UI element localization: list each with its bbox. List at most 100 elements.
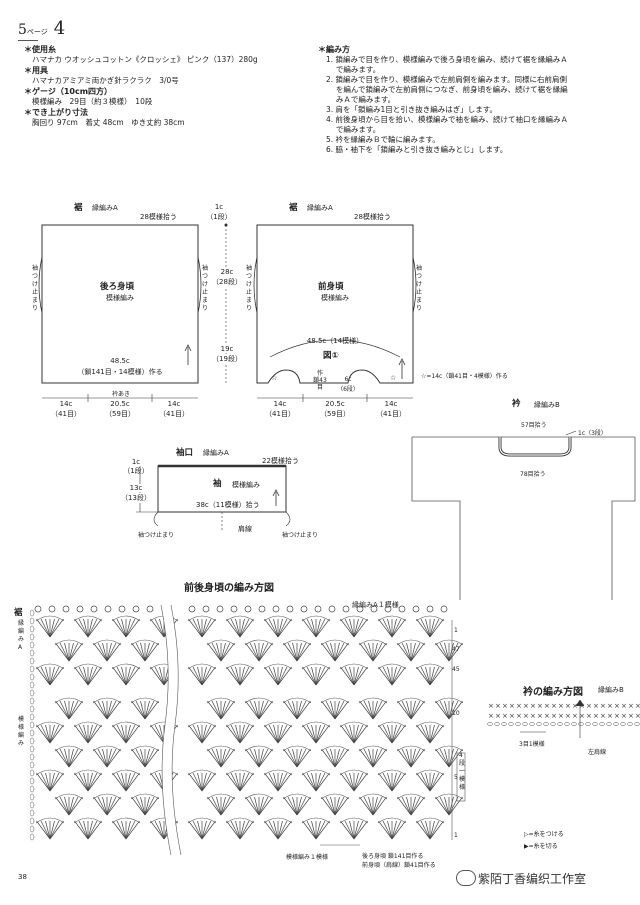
back-side-label-right: 袖つけ止まり bbox=[202, 265, 209, 312]
sleeve-shoulder: 肩線 bbox=[238, 525, 252, 533]
single-crochet-mark: × bbox=[635, 702, 640, 710]
cuff-title: 袖口 bbox=[176, 448, 194, 458]
collar-chain-stitch bbox=[487, 722, 493, 726]
single-crochet-mark: × bbox=[544, 712, 550, 720]
front-top-pick: 28模様拾う bbox=[354, 213, 391, 221]
picot-stitch bbox=[104, 605, 112, 613]
fan-stitch bbox=[206, 639, 236, 662]
chain-stitch bbox=[30, 649, 35, 657]
chart-break-line bbox=[160, 605, 172, 855]
fan-stitch bbox=[92, 639, 122, 662]
single-crochet-mark: × bbox=[586, 702, 592, 710]
chain-stitch bbox=[30, 793, 35, 801]
fan-stitch bbox=[187, 721, 217, 744]
sleeve-arrow-head bbox=[272, 489, 280, 497]
picot-stitch bbox=[426, 605, 434, 613]
picot-stitch bbox=[34, 605, 42, 613]
collar-chain-stitch bbox=[599, 722, 605, 726]
single-crochet-mark: × bbox=[530, 712, 536, 720]
fan-stitch bbox=[225, 769, 255, 792]
front-width-total: 48.5c（14模様） bbox=[306, 337, 364, 345]
back-armhole-left bbox=[38, 256, 43, 314]
fan-stitch bbox=[282, 697, 312, 720]
collar-chain-stitch bbox=[550, 722, 556, 726]
single-crochet-mark: × bbox=[551, 702, 557, 710]
front-armhole-right bbox=[412, 256, 417, 314]
single-crochet-mark: × bbox=[523, 702, 529, 710]
fan-stitch bbox=[111, 615, 141, 638]
front-armhole-left bbox=[253, 256, 258, 314]
body-stitch-chart bbox=[30, 605, 466, 855]
fan-stitch bbox=[225, 817, 255, 840]
chain-stitch bbox=[30, 609, 35, 617]
page-prefix: 5 bbox=[18, 22, 27, 38]
collar-depth: 1c（3段） bbox=[578, 430, 607, 437]
collar-chart-title: 衿の編み方図 bbox=[523, 687, 583, 698]
top-dim-rows: （1段） bbox=[206, 213, 232, 221]
front-bottom-cm: 14c bbox=[273, 400, 287, 408]
back-bottom-cm: 14c bbox=[167, 400, 181, 408]
back-body-title: 後ろ身頃 bbox=[100, 282, 135, 292]
front-bottom-st: （59目） bbox=[320, 410, 350, 418]
chain-stitch bbox=[30, 753, 35, 761]
front-cast-on: 作 鎖43 目 bbox=[308, 370, 332, 391]
front-body-outline bbox=[256, 224, 414, 384]
fan-stitch bbox=[396, 793, 426, 816]
fan-stitch bbox=[377, 817, 407, 840]
fan-stitch bbox=[206, 745, 236, 768]
instruction-step: みＡで編みます。 bbox=[326, 95, 396, 104]
chain-stitch bbox=[30, 761, 35, 769]
single-crochet-mark: × bbox=[579, 712, 585, 720]
materials-line: ハマナカアミアミ両かぎ針ラクラク 3/0号 bbox=[32, 76, 179, 85]
single-crochet-mark: × bbox=[516, 712, 522, 720]
chain-stitch bbox=[30, 641, 35, 649]
sleeve-len-cm: 13c bbox=[122, 484, 150, 492]
fan-stitch bbox=[54, 639, 84, 662]
lower-dim-rows: （19段） bbox=[210, 354, 244, 364]
chain-stitch bbox=[30, 657, 35, 665]
chain-stitch bbox=[30, 713, 35, 721]
fan-stitch bbox=[130, 745, 160, 768]
picot-stitch bbox=[118, 605, 126, 613]
fan-stitch bbox=[187, 817, 217, 840]
row-number: 47 bbox=[452, 646, 460, 653]
garment-right-edge bbox=[611, 437, 636, 600]
fan-stitch bbox=[377, 769, 407, 792]
collar-chain-stitch bbox=[578, 722, 584, 726]
front-neck-cm: 6c bbox=[344, 376, 352, 383]
fan-stitch bbox=[263, 769, 293, 792]
fan-stitch bbox=[225, 615, 255, 638]
fan-stitch bbox=[263, 663, 293, 686]
chain-stitch bbox=[30, 697, 35, 705]
collar-x-rows: ××××××××××××××××××××××××××××××××××××××××… bbox=[487, 702, 640, 726]
instruction-step: 6. 脇・袖下を「鎖編みと引き抜き編みとじ」します。 bbox=[326, 145, 508, 154]
instructions-title: ＊編み方 bbox=[318, 45, 350, 54]
materials-gauge: ＊ゲージ（10cm四方） 模様編み 29目（約３模様） 10段 bbox=[24, 86, 314, 107]
chain-stitch bbox=[30, 809, 35, 817]
picot-stitch bbox=[286, 605, 294, 613]
collar-chain-stitch bbox=[592, 722, 598, 726]
single-crochet-mark: × bbox=[488, 702, 494, 710]
fan-stitch bbox=[434, 793, 464, 816]
instruction-step: で編みます。 bbox=[326, 65, 381, 74]
front-body-pattern: 模様編み bbox=[321, 294, 349, 302]
front-side-label-left: 袖つけ止まり bbox=[246, 265, 253, 312]
fan-stitch bbox=[130, 639, 160, 662]
materials-line: ハマナカ ウオッシュコットン《クロッシェ》 ピンク（137）280g bbox=[32, 55, 258, 64]
sleeve-right-stop: 袖つけ止まり bbox=[282, 532, 319, 539]
row-number: 1 bbox=[454, 627, 458, 634]
attach-yarn-icon: ▷ bbox=[524, 831, 529, 838]
collar-shoulder: 左肩線 bbox=[588, 749, 607, 756]
chain-stitch bbox=[30, 769, 35, 777]
fan-stitch bbox=[244, 639, 274, 662]
repeat-bracket bbox=[456, 752, 466, 802]
cast-on-line: 鎖43 bbox=[313, 377, 327, 384]
fan-stitch bbox=[263, 721, 293, 744]
collar-chart-edge: 縁編みB bbox=[598, 686, 624, 694]
single-crochet-mark: × bbox=[572, 712, 578, 720]
sleeve-width: 38c（11模様）拾う bbox=[196, 501, 260, 509]
back-hem-label: 裾 bbox=[74, 203, 83, 213]
fan-stitch bbox=[415, 721, 445, 744]
single-crochet-mark: × bbox=[621, 712, 627, 720]
